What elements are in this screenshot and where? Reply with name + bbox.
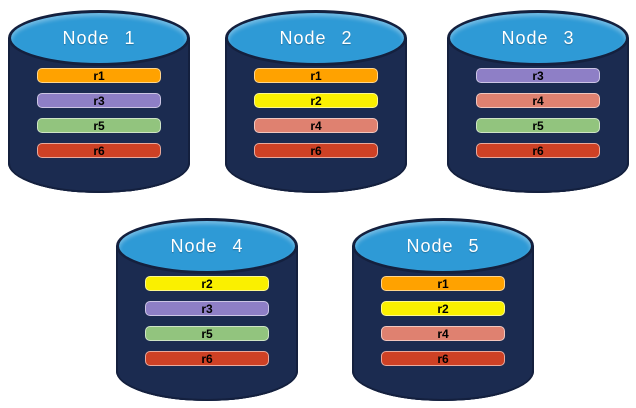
- node-3-title: Node 3: [501, 27, 575, 48]
- node-2-title: Node 2: [279, 27, 353, 48]
- node-1-title: Node 1: [62, 27, 136, 48]
- node-3-replica-list: r3 r4 r5 r6: [476, 68, 600, 158]
- replica-bar-r4: r4: [254, 118, 378, 133]
- replica-bar-r1: r1: [381, 276, 505, 291]
- replica-bar-r3: r3: [476, 68, 600, 83]
- replica-bar-r6: r6: [37, 143, 161, 158]
- node-3-cylinder-top: Node 3: [447, 10, 629, 66]
- node-5-replica-list: r1 r2 r4 r6: [381, 276, 505, 366]
- replica-bar-r3: r3: [145, 301, 269, 316]
- replica-bar-r2: r2: [254, 93, 378, 108]
- replica-bar-r4: r4: [476, 93, 600, 108]
- replica-bar-r5: r5: [476, 118, 600, 133]
- node-1-replica-list: r1 r3 r5 r6: [37, 68, 161, 158]
- replica-bar-r6: r6: [145, 351, 269, 366]
- replica-bar-r1: r1: [254, 68, 378, 83]
- replica-bar-r5: r5: [145, 326, 269, 341]
- node-5-cylinder: Node 5 r1 r2 r4 r6: [352, 218, 534, 401]
- replica-bar-r6: r6: [476, 143, 600, 158]
- replica-bar-r1: r1: [37, 68, 161, 83]
- replica-bar-r2: r2: [381, 301, 505, 316]
- node-4-cylinder: Node 4 r2 r3 r5 r6: [116, 218, 298, 401]
- node-1-cylinder-top: Node 1: [8, 10, 190, 66]
- node-2-cylinder-top: Node 2: [225, 10, 407, 66]
- node-4-title: Node 4: [170, 235, 244, 256]
- replica-bar-r6: r6: [381, 351, 505, 366]
- node-3-cylinder: Node 3 r3 r4 r5 r6: [447, 10, 629, 193]
- node-5-title: Node 5: [406, 235, 480, 256]
- node-4-cylinder-top: Node 4: [116, 218, 298, 274]
- replica-bar-r3: r3: [37, 93, 161, 108]
- node-2-replica-list: r1 r2 r4 r6: [254, 68, 378, 158]
- node-2-cylinder: Node 2 r1 r2 r4 r6: [225, 10, 407, 193]
- node-4-replica-list: r2 r3 r5 r6: [145, 276, 269, 366]
- replica-bar-r2: r2: [145, 276, 269, 291]
- replica-bar-r6: r6: [254, 143, 378, 158]
- node-1-cylinder: Node 1 r1 r3 r5 r6: [8, 10, 190, 193]
- replica-bar-r5: r5: [37, 118, 161, 133]
- replica-bar-r4: r4: [381, 326, 505, 341]
- node-5-cylinder-top: Node 5: [352, 218, 534, 274]
